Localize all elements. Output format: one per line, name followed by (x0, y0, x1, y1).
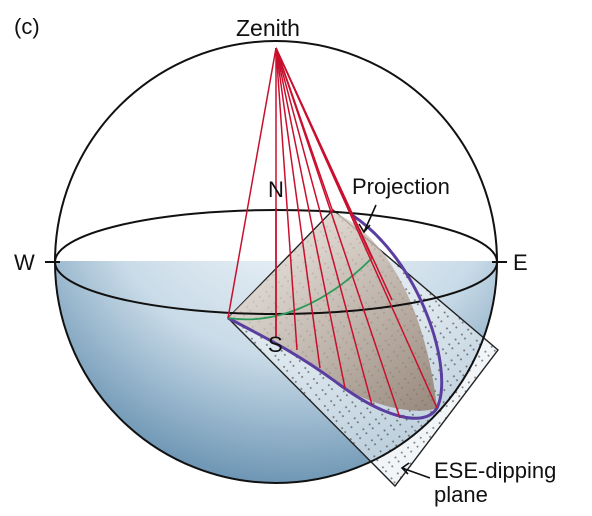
plane-arrow (400, 462, 431, 479)
south-label: S (268, 332, 283, 357)
dip-direction-curve (227, 257, 373, 321)
great-circle-trace (227, 213, 444, 420)
projection-rays (227, 47, 438, 419)
east-label: E (513, 250, 528, 275)
projection-cone (228, 212, 437, 411)
plane-label-line1: ESE-dipping (434, 458, 556, 483)
north-label: N (268, 177, 284, 202)
projection-label: Projection (352, 174, 450, 199)
west-label: W (14, 250, 35, 275)
panel-label: (c) (14, 14, 40, 39)
plane-label-line2: plane (434, 482, 488, 507)
projection-arrow (358, 204, 377, 234)
zenith-label: Zenith (236, 15, 300, 41)
